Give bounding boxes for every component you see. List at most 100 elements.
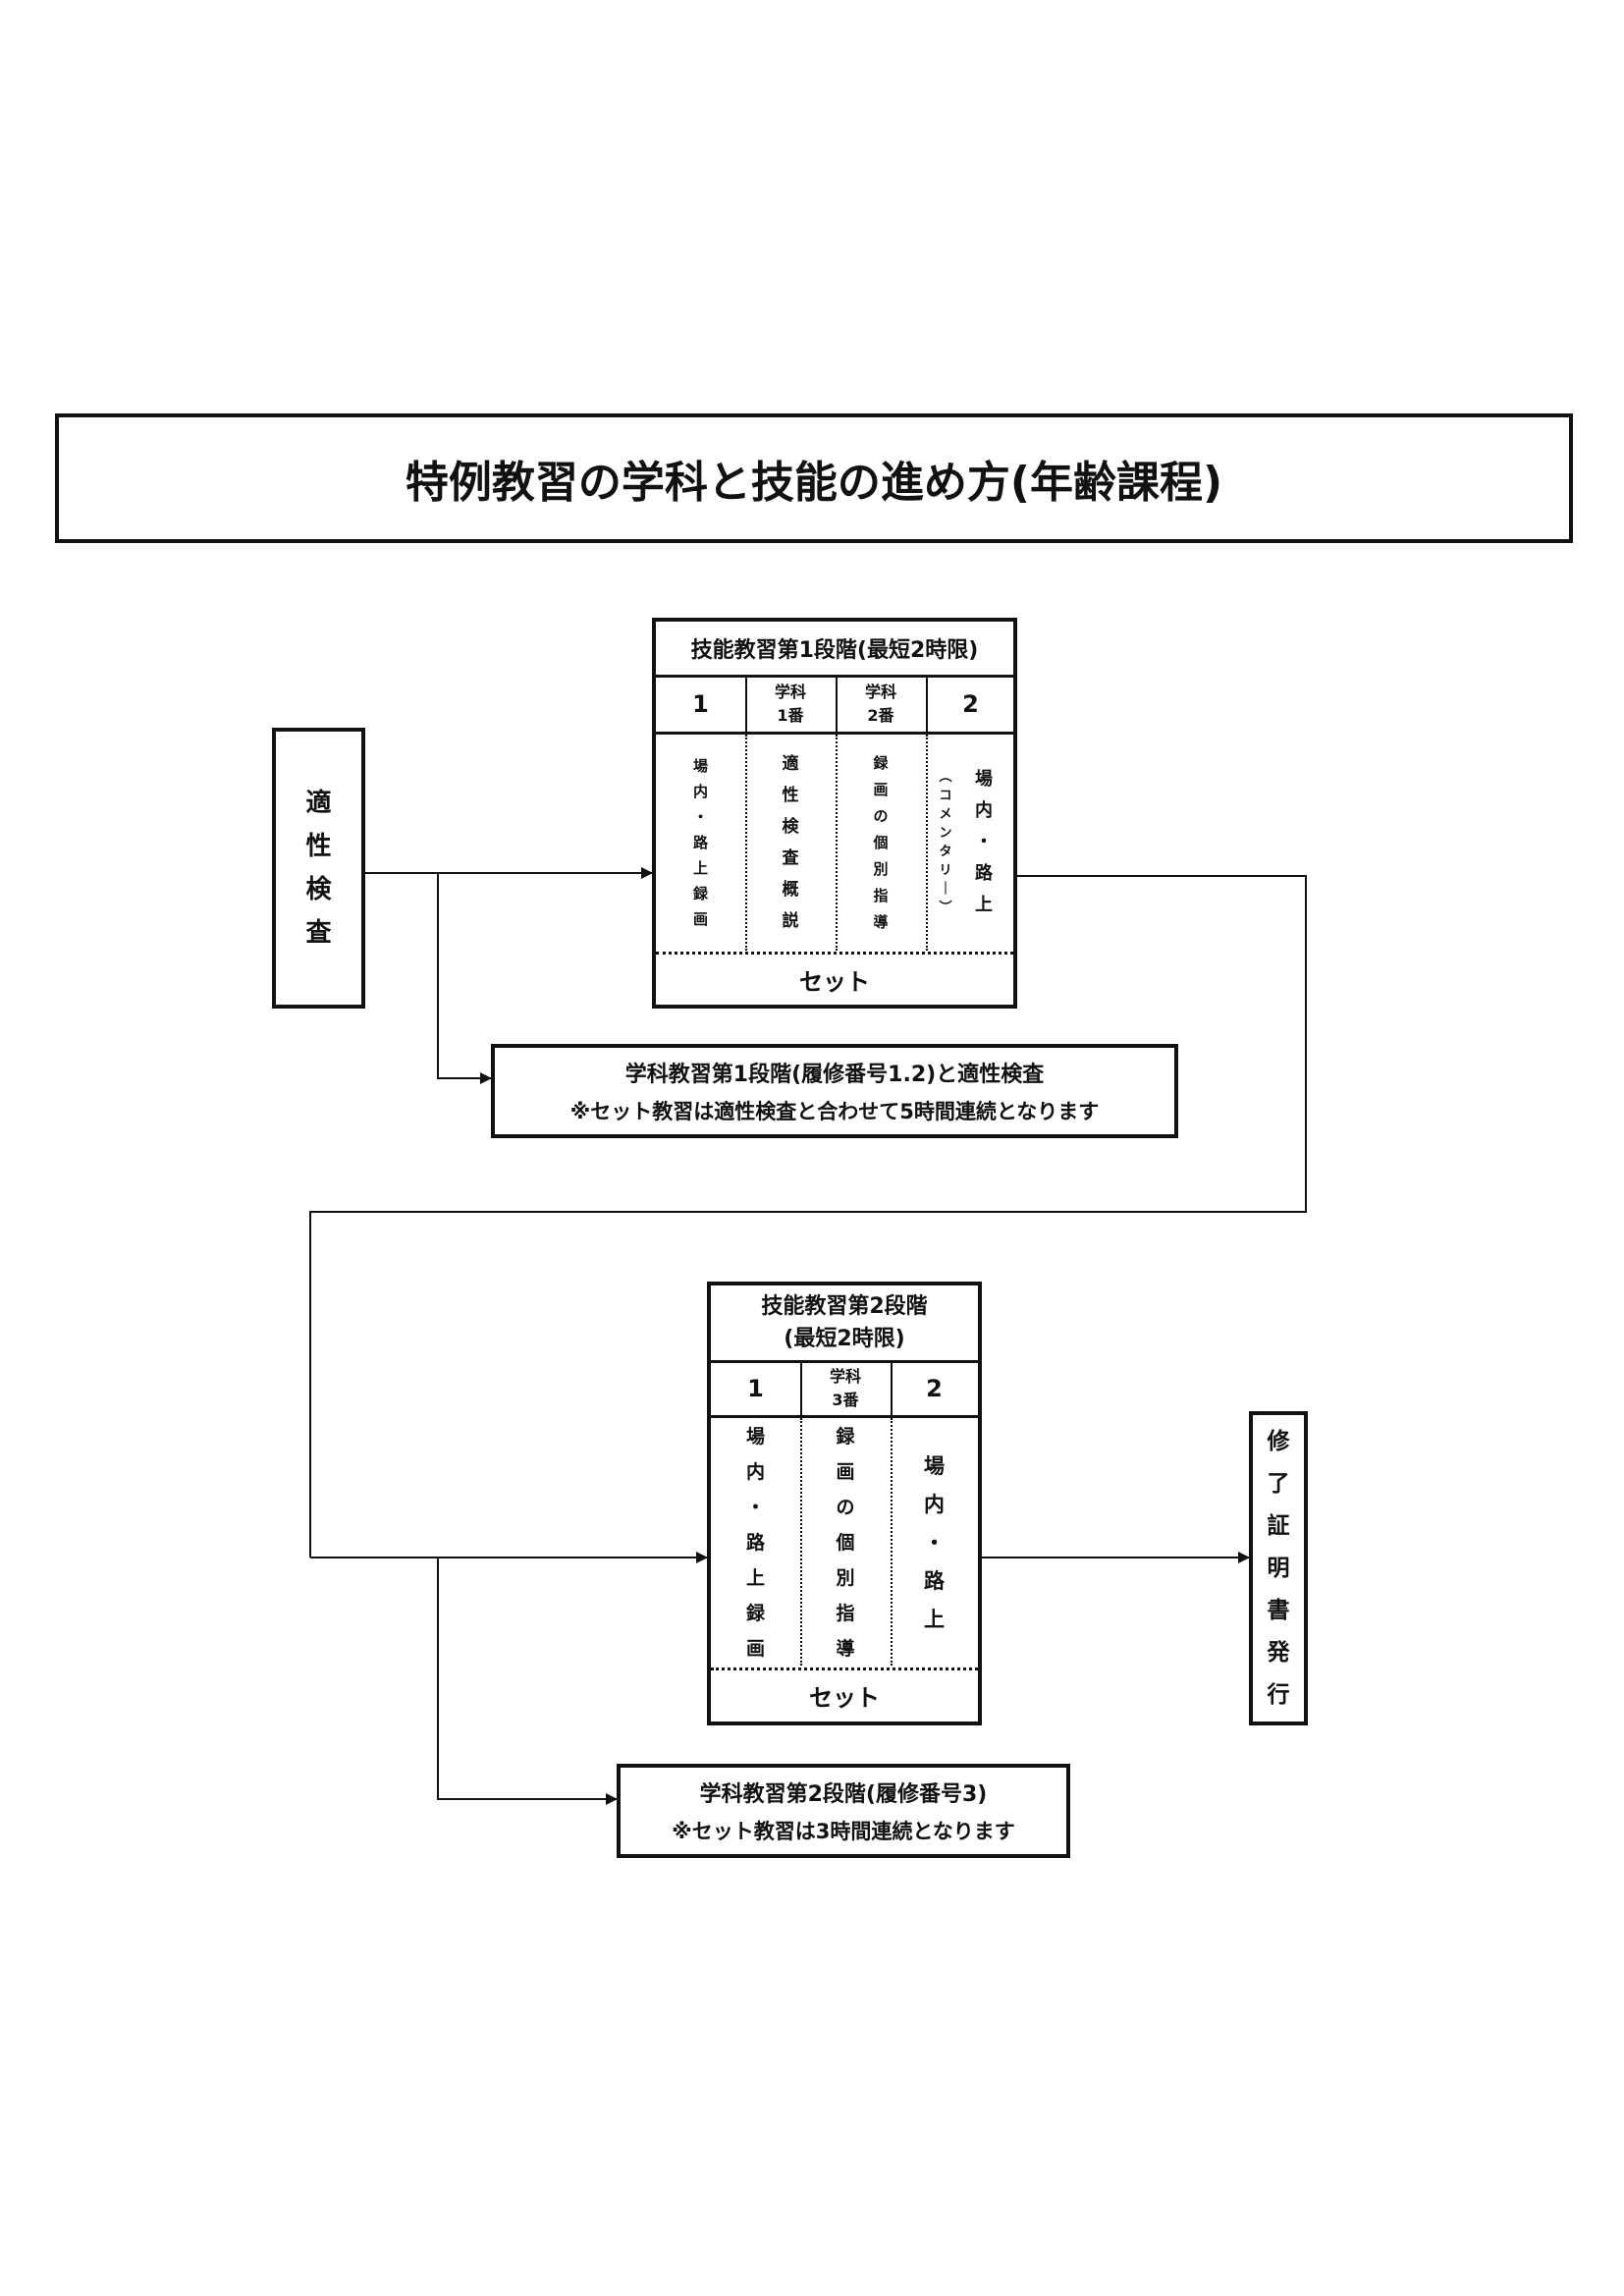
vertical-char: 上 bbox=[745, 1566, 765, 1589]
vertical-char: 検 bbox=[782, 816, 799, 837]
stage2-col2-head: 学科 3番 bbox=[800, 1362, 891, 1415]
skill-stage1-box: 技能教習第1段階(最短2時限) 1 学科 1番 学科 2番 2 場内・路上録画 … bbox=[652, 618, 1017, 1009]
vertical-char: 路 bbox=[692, 833, 708, 851]
stage2-col2-head-line1: 学科 bbox=[829, 1367, 861, 1386]
vertical-char: 概 bbox=[782, 879, 799, 900]
stage1-col4-main: 場内・路上 bbox=[963, 738, 1004, 948]
vertical-char: 録 bbox=[836, 1425, 855, 1448]
vertical-char: 録 bbox=[745, 1602, 765, 1624]
arrow-to-lecture1 bbox=[437, 873, 492, 1084]
connector-stage1-to-stage2 bbox=[309, 875, 1307, 1558]
vertical-char: 指 bbox=[836, 1602, 855, 1624]
stage2-header-line2: (最短2時限) bbox=[784, 1327, 905, 1351]
stage1-footer: セット bbox=[656, 954, 1013, 1005]
vertical-char: 適 bbox=[305, 789, 332, 818]
stage2-header-line1: 技能教習第2段階 bbox=[761, 1294, 928, 1319]
vertical-char: 上 bbox=[692, 858, 708, 877]
stage1-col3-head: 学科 2番 bbox=[836, 677, 926, 732]
vertical-char: 内 bbox=[745, 1460, 765, 1483]
vertical-char: メ bbox=[939, 807, 952, 822]
vertical-char: 場 bbox=[692, 756, 708, 775]
page-title: 特例教習の学科と技能の進め方(年齢課程) bbox=[55, 413, 1573, 543]
vertical-char: 別 bbox=[836, 1566, 855, 1589]
vertical-char: 行 bbox=[1267, 1681, 1290, 1708]
vertical-char: 場 bbox=[924, 1453, 945, 1478]
stage1-col1-head-text: 1 bbox=[692, 690, 709, 718]
vertical-char: 内 bbox=[692, 782, 708, 800]
vertical-char: 個 bbox=[836, 1531, 855, 1554]
vertical-char: 導 bbox=[836, 1637, 855, 1660]
vertical-char: ・ bbox=[924, 1530, 945, 1555]
vertical-char: ン bbox=[939, 826, 952, 841]
vertical-char: 内 bbox=[924, 1492, 945, 1516]
arrow-to-lecture2 bbox=[437, 1558, 618, 1805]
vertical-char: 場 bbox=[745, 1425, 765, 1448]
vertical-char: ｜ bbox=[939, 882, 952, 897]
vertical-char: 説 bbox=[782, 910, 799, 931]
vertical-char: ・ bbox=[692, 807, 708, 826]
stage2-footer: セット bbox=[711, 1669, 978, 1722]
stage1-header-text: 技能教習第1段階(最短2時限) bbox=[690, 638, 979, 663]
vertical-char: 個 bbox=[873, 833, 889, 851]
vertical-char: 書 bbox=[1267, 1597, 1290, 1623]
stage2-footer-text: セット bbox=[809, 1684, 880, 1712]
stage1-col2-body: 適性検査概説 bbox=[745, 738, 836, 948]
stage2-col3-body: 場内・路上 bbox=[891, 1421, 978, 1665]
stage1-col3-head-line2: 2番 bbox=[867, 706, 894, 725]
stage1-col4-head-text: 2 bbox=[962, 690, 979, 718]
vertical-char: 上 bbox=[924, 1607, 945, 1631]
stage1-col2-head-line2: 1番 bbox=[777, 706, 804, 725]
vertical-char: 画 bbox=[873, 780, 889, 798]
vertical-char: 上 bbox=[975, 895, 993, 915]
lecture1-line2: ※セット教習は適性検査と合わせて5時間連続となります bbox=[569, 1100, 1100, 1123]
stage2-col2-body: 録画の個別指導 bbox=[800, 1421, 891, 1665]
vertical-char: 録 bbox=[692, 884, 708, 902]
vertical-char: リ bbox=[939, 863, 952, 878]
vertical-char: の bbox=[873, 806, 889, 825]
vertical-char: 証 bbox=[1267, 1512, 1290, 1539]
vertical-char: 査 bbox=[782, 847, 799, 868]
vertical-char: 画 bbox=[836, 1460, 855, 1483]
stage2-col3-head: 2 bbox=[891, 1362, 978, 1415]
vertical-char: 発 bbox=[1267, 1639, 1290, 1666]
vertical-char: 路 bbox=[745, 1531, 765, 1554]
vertical-char: ・ bbox=[975, 832, 993, 852]
vertical-char: 路 bbox=[975, 863, 993, 884]
stage2-col1-head: 1 bbox=[711, 1362, 800, 1415]
stage1-col4-commentary: ︵コメンタリ｜︶ bbox=[932, 738, 959, 948]
vertical-char: 検 bbox=[305, 875, 332, 904]
vertical-char: 画 bbox=[745, 1637, 765, 1660]
vertical-char: 内 bbox=[975, 800, 993, 821]
vertical-char: 録 bbox=[873, 753, 889, 772]
vertical-char: 性 bbox=[782, 785, 799, 805]
vertical-char: 明 bbox=[1267, 1555, 1290, 1581]
vertical-char: 路 bbox=[924, 1568, 945, 1593]
vertical-char: の bbox=[836, 1496, 855, 1518]
stage2-col1-body: 場内・路上録画 bbox=[711, 1421, 800, 1665]
vertical-char: 修 bbox=[1267, 1428, 1290, 1454]
skill-stage2-box: 技能教習第2段階 (最短2時限) 1 学科 3番 2 場内・路上録画 録画の個別… bbox=[707, 1282, 982, 1725]
stage1-col3-body: 録画の個別指導 bbox=[836, 738, 926, 948]
vertical-char: 導 bbox=[873, 912, 889, 931]
vertical-char: ︵ bbox=[939, 770, 952, 785]
vertical-char: ・ bbox=[745, 1496, 765, 1518]
vertical-char: 別 bbox=[873, 859, 889, 878]
vertical-char: 了 bbox=[1267, 1470, 1290, 1497]
vertical-char: 指 bbox=[873, 886, 889, 904]
stage1-footer-text: セット bbox=[799, 967, 870, 996]
stage2-header: 技能教習第2段階 (最短2時限) bbox=[711, 1285, 978, 1360]
lecture-stage2-box: 学科教習第2段階(履修番号3) ※セット教習は3時間連続となります bbox=[617, 1764, 1070, 1858]
lecture2-line1: 学科教習第2段階(履修番号3) bbox=[699, 1782, 988, 1807]
vertical-char: コ bbox=[939, 789, 952, 803]
stage1-col1-head: 1 bbox=[656, 677, 745, 732]
vertical-char: 査 bbox=[305, 918, 332, 948]
stage1-col4-head: 2 bbox=[926, 677, 1015, 732]
vertical-char: 適 bbox=[782, 753, 799, 774]
vertical-char: タ bbox=[939, 845, 952, 859]
stage1-col3-head-line1: 学科 bbox=[864, 683, 896, 701]
stage2-col3-head-text: 2 bbox=[926, 1375, 943, 1402]
stage2-col1-head-text: 1 bbox=[747, 1375, 764, 1402]
lecture1-line1: 学科教習第1段階(履修番号1.2)と適性検査 bbox=[624, 1063, 1045, 1087]
stage1-header: 技能教習第1段階(最短2時限) bbox=[656, 622, 1013, 675]
